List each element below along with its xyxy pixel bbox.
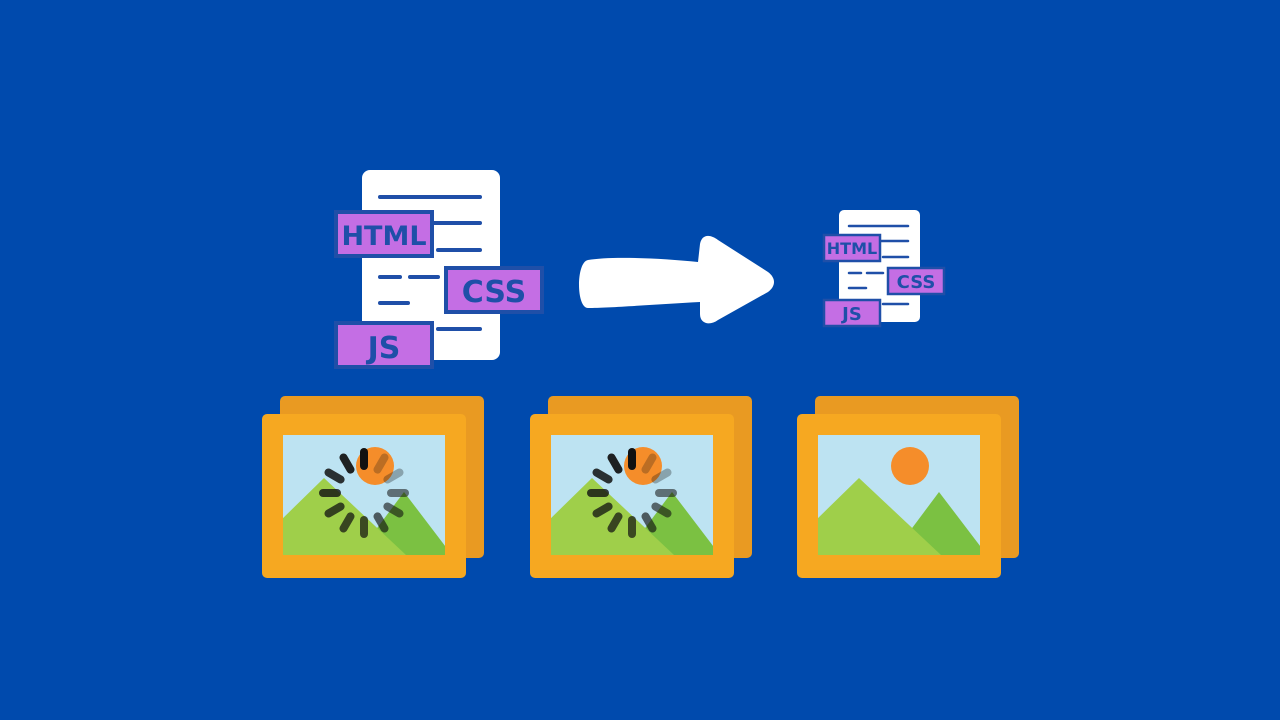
loading-spinner-icon [319, 448, 409, 538]
js-tag-label: JS [366, 331, 401, 366]
html-tag-label: HTML [341, 221, 426, 252]
loading-spinner-icon [587, 448, 677, 538]
js-tag-label: JS [840, 304, 862, 325]
code-document-icon: HTML CSS JS [822, 210, 946, 328]
css-tag-label: CSS [897, 272, 936, 293]
image-frame-icon [262, 396, 484, 584]
minified-code-document: HTML CSS JS [820, 207, 950, 329]
right-arrow-icon [570, 228, 785, 333]
image-frame-icon [530, 396, 752, 584]
code-document-icon: HTML CSS JS [334, 170, 544, 369]
html-tag-label: HTML [827, 239, 877, 258]
image-frame-icon [797, 396, 1019, 584]
source-code-document: HTML CSS JS [330, 165, 550, 375]
css-tag-label: CSS [462, 275, 526, 310]
